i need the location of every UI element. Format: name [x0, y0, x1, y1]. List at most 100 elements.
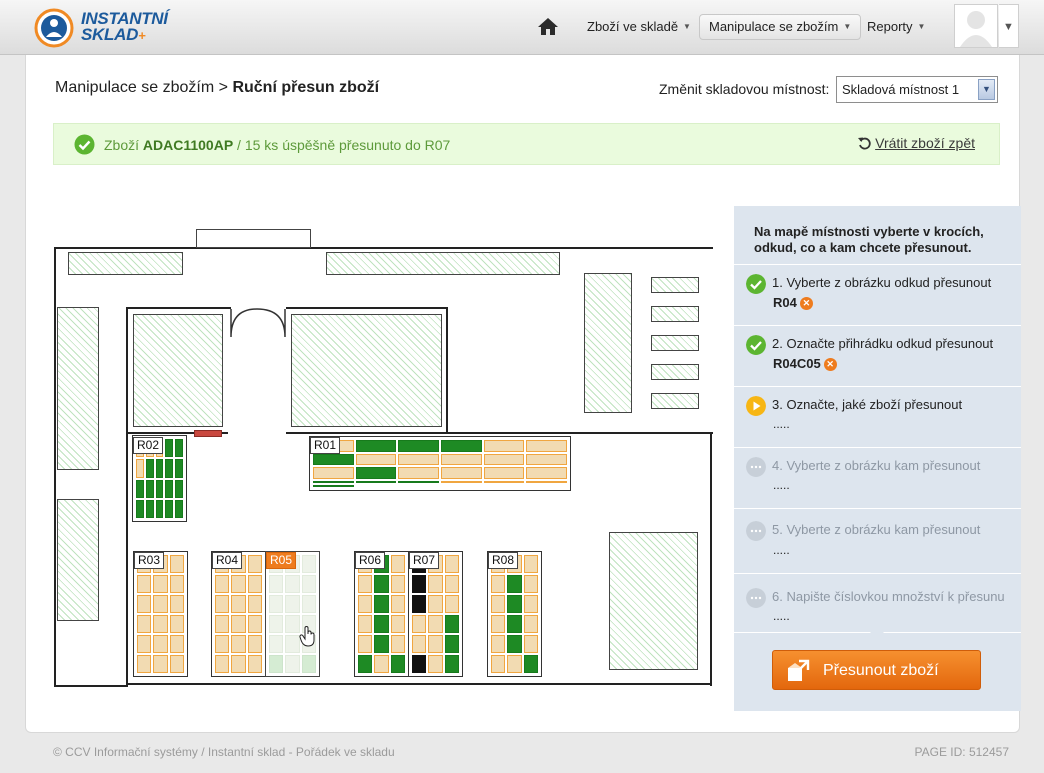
- avatar[interactable]: [954, 4, 998, 48]
- rack-cell[interactable]: [526, 440, 567, 452]
- rack-cell[interactable]: [169, 575, 184, 593]
- rack-cell[interactable]: [169, 655, 184, 673]
- rack-cell[interactable]: [231, 635, 246, 653]
- rack-cell[interactable]: [155, 499, 164, 518]
- rack-cell[interactable]: [215, 635, 230, 653]
- rack-cell[interactable]: [153, 575, 168, 593]
- select-arrow-icon[interactable]: ▼: [978, 79, 995, 100]
- rack-cell[interactable]: [491, 595, 506, 613]
- rack-cell[interactable]: [412, 655, 427, 673]
- rack-cell[interactable]: [165, 479, 174, 498]
- rack-cell[interactable]: [444, 655, 459, 673]
- wizard-step-1[interactable]: 1. Vyberte z obrázku odkud přesunout R04…: [734, 264, 1021, 325]
- rack-cell[interactable]: [301, 595, 316, 613]
- rack-cell[interactable]: [358, 575, 373, 593]
- rack-cell[interactable]: [374, 655, 389, 673]
- move-goods-button[interactable]: Přesunout zboží: [772, 650, 981, 690]
- rack-cell[interactable]: [247, 595, 262, 613]
- rack-cell[interactable]: [390, 635, 405, 653]
- wizard-step-6[interactable]: 6. Napište číslovkou množství k přesunu …: [734, 573, 1021, 632]
- rack-cell[interactable]: [215, 595, 230, 613]
- rack-cell[interactable]: [428, 635, 443, 653]
- rack-cell[interactable]: [136, 479, 144, 498]
- rack-cell[interactable]: [491, 635, 506, 653]
- rack-cell[interactable]: [526, 453, 567, 466]
- rack-cell[interactable]: [444, 615, 459, 633]
- rack-cell[interactable]: [313, 481, 354, 483]
- rack-cell[interactable]: [247, 575, 262, 593]
- rack-cell[interactable]: [428, 575, 443, 593]
- rack-cell[interactable]: [269, 655, 284, 673]
- rack-cell[interactable]: [153, 655, 168, 673]
- rack-cell[interactable]: [441, 481, 482, 483]
- wizard-step-2[interactable]: 2. Označte přihrádku odkud přesunout R04…: [734, 325, 1021, 386]
- rack-cell[interactable]: [412, 615, 427, 633]
- rack-cell[interactable]: [412, 575, 427, 593]
- rack-cell[interactable]: [507, 615, 522, 633]
- rack-cell[interactable]: [269, 635, 284, 653]
- rack-cell[interactable]: [231, 615, 246, 633]
- rack-cell[interactable]: [390, 595, 405, 613]
- home-icon[interactable]: [537, 16, 559, 36]
- rack-cell[interactable]: [491, 575, 506, 593]
- rack-cell[interactable]: [523, 595, 538, 613]
- rack-cell[interactable]: [231, 655, 246, 673]
- rack-cell[interactable]: [358, 615, 373, 633]
- rack-cell[interactable]: [153, 635, 168, 653]
- breadcrumb-parent[interactable]: Manipulace se zbožím: [55, 79, 215, 96]
- rack-r08[interactable]: [487, 551, 542, 677]
- rack-cell[interactable]: [313, 485, 354, 487]
- rack-cell[interactable]: [483, 481, 525, 483]
- rack-cell[interactable]: [428, 655, 443, 673]
- remove-icon[interactable]: ✕: [823, 358, 837, 371]
- rack-cell[interactable]: [507, 595, 522, 613]
- rack-cell[interactable]: [374, 575, 389, 593]
- rack-cell[interactable]: [247, 555, 262, 573]
- rack-cell[interactable]: [145, 459, 154, 478]
- rack-cell[interactable]: [358, 635, 373, 653]
- rack-r01[interactable]: [309, 436, 571, 491]
- rack-cell[interactable]: [169, 595, 184, 613]
- user-menu-caret-icon[interactable]: ▼: [999, 4, 1019, 48]
- rack-cell[interactable]: [444, 575, 459, 593]
- rack-cell[interactable]: [441, 467, 482, 479]
- rack-cell[interactable]: [507, 655, 522, 673]
- rack-r04[interactable]: [211, 551, 266, 677]
- rack-cell[interactable]: [175, 499, 183, 518]
- wizard-step-4[interactable]: 4. Vyberte z obrázku kam přesunout .....: [734, 447, 1021, 508]
- rack-cell[interactable]: [483, 440, 525, 452]
- rack-cell[interactable]: [215, 575, 230, 593]
- rack-cell[interactable]: [523, 655, 538, 673]
- rack-cell[interactable]: [301, 555, 316, 573]
- rack-cell[interactable]: [285, 575, 300, 593]
- rack-label-r02[interactable]: R02: [133, 437, 164, 454]
- rack-cell[interactable]: [374, 635, 389, 653]
- rack-cell[interactable]: [247, 655, 262, 673]
- rack-cell[interactable]: [355, 453, 397, 466]
- rack-cell[interactable]: [231, 595, 246, 613]
- nav-zbozi-ve-sklade[interactable]: Zboží ve skladě▼: [578, 14, 700, 40]
- logo[interactable]: INSTANTNÍ SKLAD+: [34, 8, 194, 48]
- rack-cell[interactable]: [155, 479, 164, 498]
- rack-cell[interactable]: [137, 655, 152, 673]
- rack-label-r01[interactable]: R01: [310, 437, 341, 454]
- rack-cell[interactable]: [169, 635, 184, 653]
- rack-cell[interactable]: [428, 615, 443, 633]
- rack-cell[interactable]: [137, 635, 152, 653]
- rack-cell[interactable]: [523, 635, 538, 653]
- rack-cell[interactable]: [136, 499, 144, 518]
- rack-cell[interactable]: [175, 459, 183, 478]
- rack-cell[interactable]: [285, 615, 300, 633]
- wizard-step-3[interactable]: 3. Označte, jaké zboží přesunout .....: [734, 386, 1021, 447]
- rack-cell[interactable]: [269, 615, 284, 633]
- rack-label-r04[interactable]: R04: [212, 552, 243, 569]
- rack-cell[interactable]: [507, 635, 522, 653]
- rack-cell[interactable]: [136, 459, 144, 478]
- rack-cell[interactable]: [526, 467, 567, 479]
- rack-cell[interactable]: [165, 459, 174, 478]
- rack-cell[interactable]: [153, 615, 168, 633]
- rack-cell[interactable]: [153, 595, 168, 613]
- rack-cell[interactable]: [444, 635, 459, 653]
- rack-cell[interactable]: [269, 595, 284, 613]
- rack-label-r08[interactable]: R08: [488, 552, 519, 569]
